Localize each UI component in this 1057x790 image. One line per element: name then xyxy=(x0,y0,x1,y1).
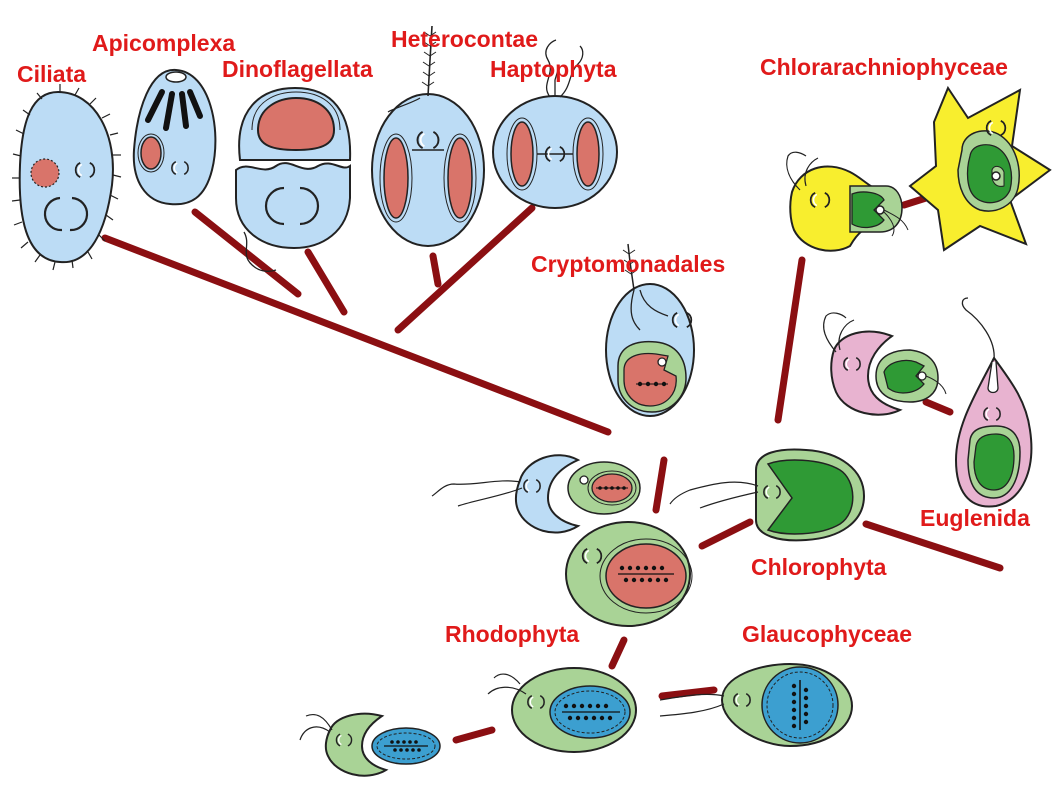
branch-chromist xyxy=(394,204,536,334)
branch-cryptomonad xyxy=(652,456,668,514)
euglenida-cell xyxy=(954,297,1033,508)
euglenid-host-left xyxy=(823,312,947,416)
branch-glauco xyxy=(658,686,718,700)
glaucophyceae-cell xyxy=(659,662,854,748)
ciliata-cell xyxy=(11,84,122,271)
branch-trunk xyxy=(101,234,612,436)
label-rhodophyta: Rhodophyta xyxy=(445,621,580,647)
chlorarachnio-cell-right xyxy=(908,85,1052,252)
haptophyta-cell xyxy=(492,39,618,209)
branch-heterokont xyxy=(429,252,442,288)
dinoflagellata-cell xyxy=(235,86,352,272)
branch-chlorophyta xyxy=(698,518,754,550)
branch-chlarach-right xyxy=(900,194,930,209)
primary-host-green xyxy=(487,667,637,753)
branch-euglena-left xyxy=(922,398,954,416)
label-ciliata: Ciliata xyxy=(17,61,87,87)
label-glaucophyceae: Glaucophyceae xyxy=(742,621,913,647)
branch-dinoflagellata xyxy=(304,248,348,316)
phylogeny-branches xyxy=(101,194,1004,744)
heterocontae-cell xyxy=(371,25,485,247)
ancestral-host-cell xyxy=(299,712,441,777)
branch-rhodophyta xyxy=(608,636,628,670)
label-chlorophyta: Chlorophyta xyxy=(751,554,887,580)
label-cryptomonadales: Cryptomonadales xyxy=(531,251,726,277)
branch-cyanelle xyxy=(452,726,496,744)
label-apicomplexa: Apicomplexa xyxy=(92,30,236,56)
secondary-host-blue xyxy=(431,454,641,534)
branch-chlorarachnio xyxy=(774,256,806,424)
rhodophyta-cell xyxy=(565,521,693,627)
cryptomonadales-cell xyxy=(605,243,695,417)
label-haptophyta: Haptophyta xyxy=(490,56,617,82)
label-chlorarachniophyceae: Chlorarachniophyceae xyxy=(760,54,1008,80)
branch-euglena xyxy=(862,520,1004,572)
apicomplexa-cell xyxy=(132,68,217,206)
label-dinoflagellata: Dinoflagellata xyxy=(222,56,373,82)
label-euglenida: Euglenida xyxy=(920,505,1030,531)
label-heterocontae: Heterocontae xyxy=(391,26,538,52)
chlorarachnio-cell-left xyxy=(786,151,909,252)
chlorophyta-cell xyxy=(669,448,866,542)
